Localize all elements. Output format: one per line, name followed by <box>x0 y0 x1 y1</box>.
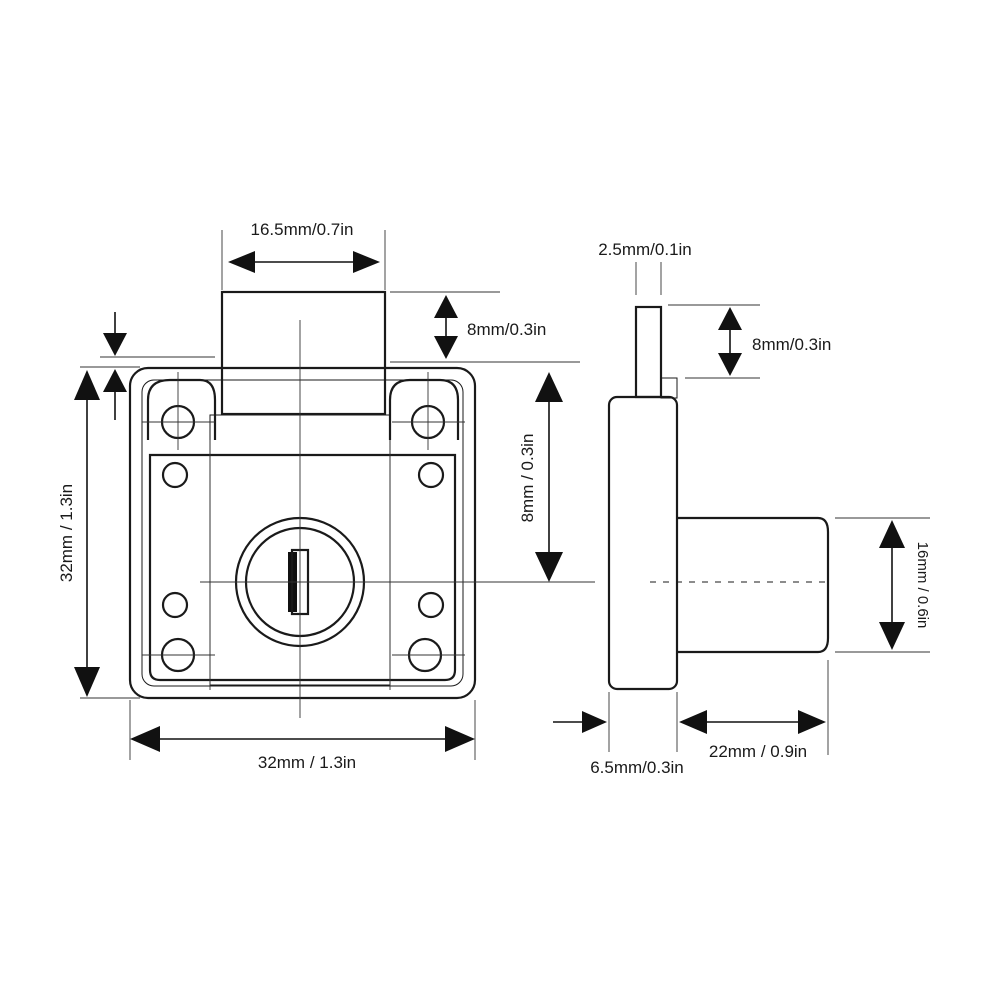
label-body-height: 32mm / 1.3in <box>57 484 76 582</box>
dim-bolt-height: 8mm/0.3in <box>668 304 831 379</box>
dim-cylinder-length: 22mm / 0.9in <box>679 660 829 761</box>
screw-hole-mid-right <box>417 461 445 489</box>
label-bolt-height: 8mm/0.3in <box>752 335 831 354</box>
label-top-width: 16.5mm/0.7in <box>251 220 354 239</box>
side-cylinder <box>677 516 830 654</box>
front-ear-top-left <box>146 378 217 440</box>
dim-top-height: 8mm/0.3in <box>390 291 580 363</box>
label-plate-thickness: 6.5mm/0.3in <box>590 758 684 777</box>
label-top-height: 8mm/0.3in <box>467 320 546 339</box>
label-body-width: 32mm / 1.3in <box>258 753 356 772</box>
dim-top-width: 16.5mm/0.7in <box>221 220 386 290</box>
front-plate <box>148 453 457 682</box>
screw-hole-mid-left <box>161 461 189 489</box>
side-plate <box>607 395 679 691</box>
front-ear-top-right <box>388 378 460 440</box>
dim-body-width: 32mm / 1.3in <box>129 700 476 772</box>
side-view <box>607 305 830 691</box>
screw-hole-low-left <box>161 591 189 619</box>
side-bolt-step <box>660 377 678 399</box>
dim-cylinder-height: 16mm / 0.6in <box>835 517 931 653</box>
side-bolt <box>634 305 663 399</box>
label-cylinder-length: 22mm / 0.9in <box>709 742 807 761</box>
dim-side-height: 8mm / 0.3in <box>518 372 563 582</box>
label-cylinder-height: 16mm / 0.6in <box>914 542 931 629</box>
screw-hole-low-right <box>417 591 445 619</box>
front-body-inner-outline <box>141 379 464 687</box>
front-view <box>128 290 595 718</box>
dim-left-small <box>80 312 215 420</box>
dim-body-height: 32mm / 1.3in <box>57 370 140 699</box>
label-bolt-thickness: 2.5mm/0.1in <box>598 240 692 259</box>
dim-bolt-thickness: 2.5mm/0.1in <box>598 240 692 295</box>
front-body-outline <box>128 366 477 700</box>
label-side-height: 8mm / 0.3in <box>518 434 537 523</box>
dim-plate-thickness: 6.5mm/0.3in <box>553 692 684 777</box>
front-bolt <box>220 290 387 416</box>
